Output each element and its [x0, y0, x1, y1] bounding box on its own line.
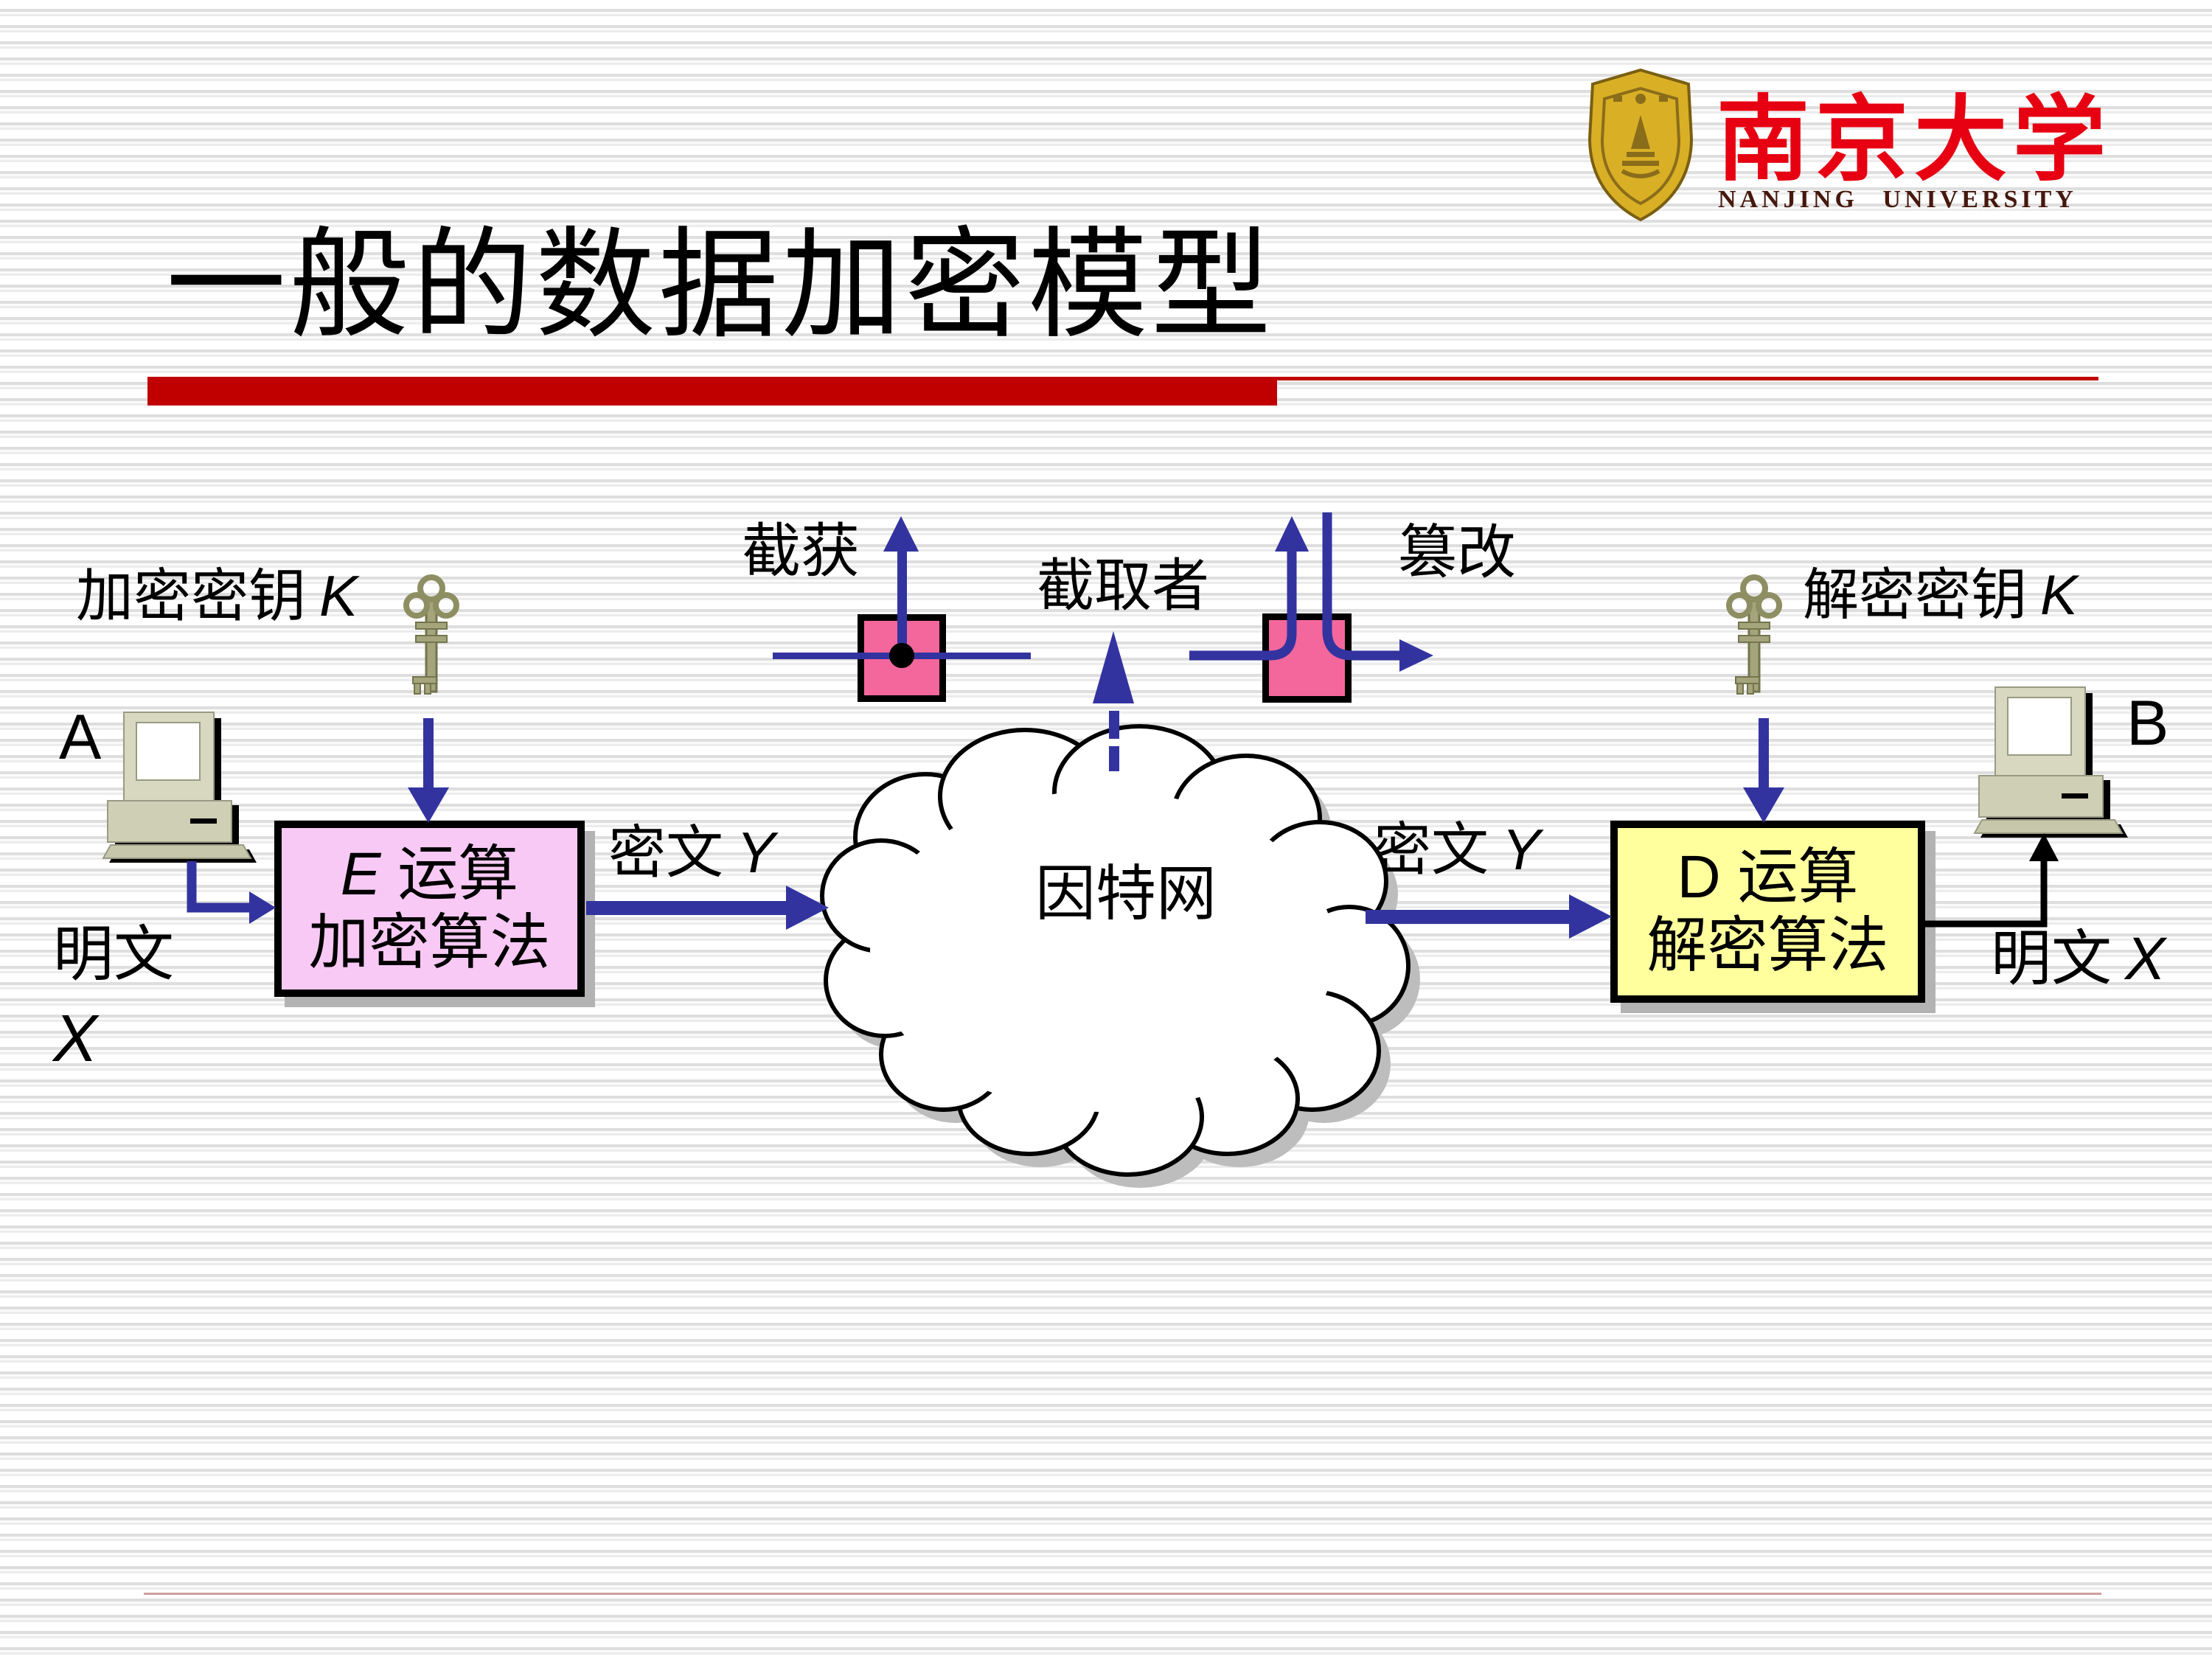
intercept-tap-dot — [889, 643, 914, 668]
host-a-connector-head — [249, 891, 276, 924]
decryption-op-letter: D — [1677, 843, 1721, 911]
host-a-connector — [187, 861, 249, 913]
host-b-connector-head — [2029, 833, 2059, 861]
tamper-return-arrow-head — [1399, 639, 1433, 672]
encrypt-key-icon — [406, 577, 456, 694]
tamper-out-path — [1189, 549, 1297, 661]
page-title: 一般的数据加密模型 — [166, 220, 1275, 353]
encryption-op-letter: E — [340, 840, 381, 908]
ciphertext-right-symbol: Y — [1502, 817, 1541, 882]
university-wordmark-cn: 南京大学 — [1717, 90, 2112, 192]
encrypt-key-arrow-shaft — [423, 718, 434, 789]
ciphertext-left-arrow-head — [786, 886, 829, 930]
title-divider-thin-line — [1277, 377, 2098, 380]
decryption-box-line1: D 运算 — [1677, 844, 1858, 912]
host-b-connector — [1925, 858, 2048, 928]
university-wordmark-en: NANJING UNIVERSITY — [1718, 186, 2077, 213]
plaintext-left-label: 明文 — [53, 921, 175, 988]
title-divider-bar — [147, 377, 1277, 406]
encryption-box-line1: E 运算 — [341, 841, 519, 909]
ciphertext-right-arrow-shaft — [1366, 910, 1569, 924]
interceptor-dash-1 — [1109, 711, 1119, 739]
tamper-return-path — [1322, 512, 1399, 661]
ciphertext-left-symbol: Y — [737, 820, 776, 885]
computer-a-icon — [102, 712, 257, 863]
ciphertext-right-arrow-head — [1569, 894, 1612, 939]
intercept-arrow-shaft — [897, 547, 907, 658]
intercept-arrow-head — [883, 516, 919, 552]
internet-label: 因特网 — [1035, 860, 1217, 928]
plaintext-right-symbol: X — [2125, 925, 2166, 992]
interceptor-dash-2 — [1109, 746, 1119, 771]
encryption-box-line2: 加密算法 — [308, 908, 551, 976]
ciphertext-left-arrow-shaft — [586, 901, 787, 915]
encryption-op-suffix: 运算 — [380, 840, 519, 908]
footer-divider-line — [144, 1593, 2101, 1595]
encryption-box: E 运算 加密算法 — [274, 821, 585, 997]
host-a-label: A — [59, 702, 102, 773]
internet-cloud-icon — [820, 724, 1411, 1177]
interceptor-arrow-triangle — [1093, 631, 1134, 703]
intercept-label: 截获 — [742, 518, 860, 584]
plaintext-left-symbol: X — [53, 1002, 98, 1076]
host-b-label: B — [2126, 688, 2169, 759]
encrypt-key-arrow-head — [408, 787, 449, 823]
decrypt-key-icon — [1729, 577, 1779, 694]
decrypt-key-arrow-head — [1743, 787, 1784, 823]
tamper-out-arrow-head — [1275, 516, 1309, 552]
decrypt-key-arrow-shaft — [1759, 718, 1769, 789]
interceptor-label: 截取者 — [1037, 553, 1210, 618]
computer-b-icon — [1974, 686, 2129, 838]
decryption-box-line2: 解密算法 — [1646, 911, 1889, 979]
decryption-box: D 运算 解密算法 — [1610, 821, 1925, 1003]
decryption-op-suffix: 运算 — [1720, 843, 1859, 911]
encrypt-key-symbol: K — [319, 563, 358, 628]
university-shield-icon — [1587, 68, 1694, 222]
decrypt-key-symbol: K — [2040, 564, 2078, 627]
tamper-label: 篡改 — [1398, 520, 1516, 585]
